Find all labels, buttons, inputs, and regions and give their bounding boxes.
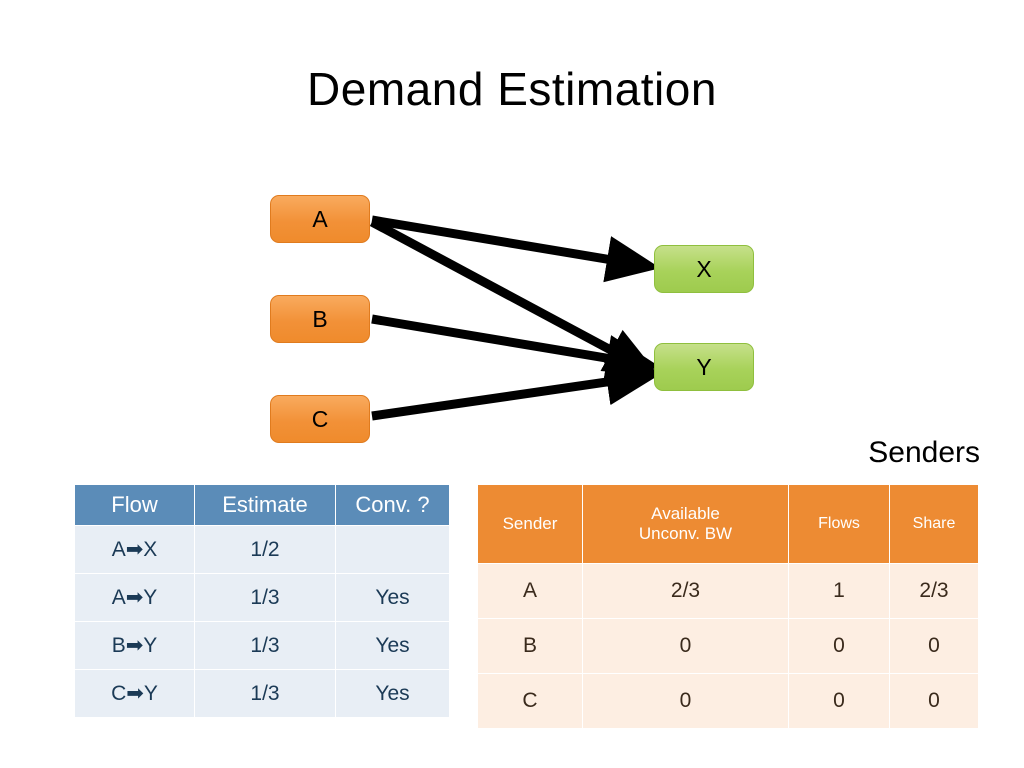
node-label: Y: [696, 353, 712, 380]
table-row: C 0 0 0: [477, 673, 979, 729]
diagram-node-x[interactable]: X: [654, 245, 754, 293]
senders-header-available-bw: Available Unconv. BW: [582, 484, 789, 564]
flows-cell-estimate: 1/3: [194, 621, 336, 670]
senders-cell-sender: C: [477, 673, 583, 729]
table-row: A➡X 1/2: [74, 525, 450, 574]
node-label: A: [312, 205, 328, 232]
diagram-node-c[interactable]: C: [270, 395, 370, 443]
flows-cell-estimate: 1/3: [194, 669, 336, 718]
senders-caption: Senders: [868, 436, 980, 469]
senders-cell-bw: 0: [582, 673, 789, 729]
flows-cell-flow: B➡Y: [74, 621, 195, 670]
page-title: Demand Estimation: [307, 63, 717, 115]
senders-table: Sender Available Unconv. BW Flows Share …: [477, 484, 979, 729]
flows-cell-flow: A➡X: [74, 525, 195, 574]
flows-table: Flow Estimate Conv. ? A➡X 1/2 A➡Y 1/3 Ye…: [74, 484, 450, 718]
table-row: B 0 0 0: [477, 618, 979, 674]
diagram-node-a[interactable]: A: [270, 195, 370, 243]
senders-cell-share: 0: [889, 673, 979, 729]
flows-cell-conv: Yes: [335, 669, 450, 718]
node-label: B: [312, 305, 328, 332]
edge-b-y: [371, 314, 661, 382]
flows-cell-flow: A➡Y: [74, 573, 195, 622]
flows-table-container: Flow Estimate Conv. ? A➡X 1/2 A➡Y 1/3 Ye…: [74, 484, 450, 718]
senders-header-available-bw-line2: Unconv. BW: [638, 524, 733, 543]
senders-cell-bw: 2/3: [582, 563, 789, 619]
table-row: A➡Y 1/3 Yes: [74, 573, 450, 622]
diagram-edges: [369, 215, 661, 421]
flow-diagram: A B C X Y: [0, 180, 1024, 450]
edge-a-x: [371, 215, 661, 283]
senders-cell-sender: A: [477, 563, 583, 619]
senders-table-container: Sender Available Unconv. BW Flows Share …: [477, 484, 979, 729]
senders-header-share: Share: [889, 484, 979, 564]
flows-cell-conv: Yes: [335, 621, 450, 670]
flows-cell-conv: Yes: [335, 573, 450, 622]
table-header-row: Sender Available Unconv. BW Flows Share: [477, 484, 979, 564]
flows-header-flow: Flow: [74, 484, 195, 526]
flows-header-conv: Conv. ?: [335, 484, 450, 526]
node-label: X: [696, 255, 712, 282]
senders-cell-flows: 0: [788, 673, 890, 729]
edge-a-y: [369, 218, 660, 376]
senders-header-sender: Sender: [477, 484, 583, 564]
senders-cell-flows: 1: [788, 563, 890, 619]
node-label: C: [311, 405, 329, 432]
flows-header-estimate: Estimate: [194, 484, 336, 526]
edge-c-y: [371, 358, 661, 421]
senders-header-available-bw-line1: Available: [651, 504, 720, 524]
table-header-row: Flow Estimate Conv. ?: [74, 484, 450, 526]
flows-cell-flow: C➡Y: [74, 669, 195, 718]
diagram-node-y[interactable]: Y: [654, 343, 754, 391]
table-row: C➡Y 1/3 Yes: [74, 669, 450, 718]
diagram-node-b[interactable]: B: [270, 295, 370, 343]
senders-cell-share: 2/3: [889, 563, 979, 619]
flows-cell-estimate: 1/2: [194, 525, 336, 574]
table-row: B➡Y 1/3 Yes: [74, 621, 450, 670]
senders-cell-share: 0: [889, 618, 979, 674]
senders-cell-sender: B: [477, 618, 583, 674]
senders-cell-bw: 0: [582, 618, 789, 674]
table-row: A 2/3 1 2/3: [477, 563, 979, 619]
senders-cell-flows: 0: [788, 618, 890, 674]
senders-header-flows: Flows: [788, 484, 890, 564]
flows-cell-estimate: 1/3: [194, 573, 336, 622]
flows-cell-conv: [335, 525, 450, 574]
